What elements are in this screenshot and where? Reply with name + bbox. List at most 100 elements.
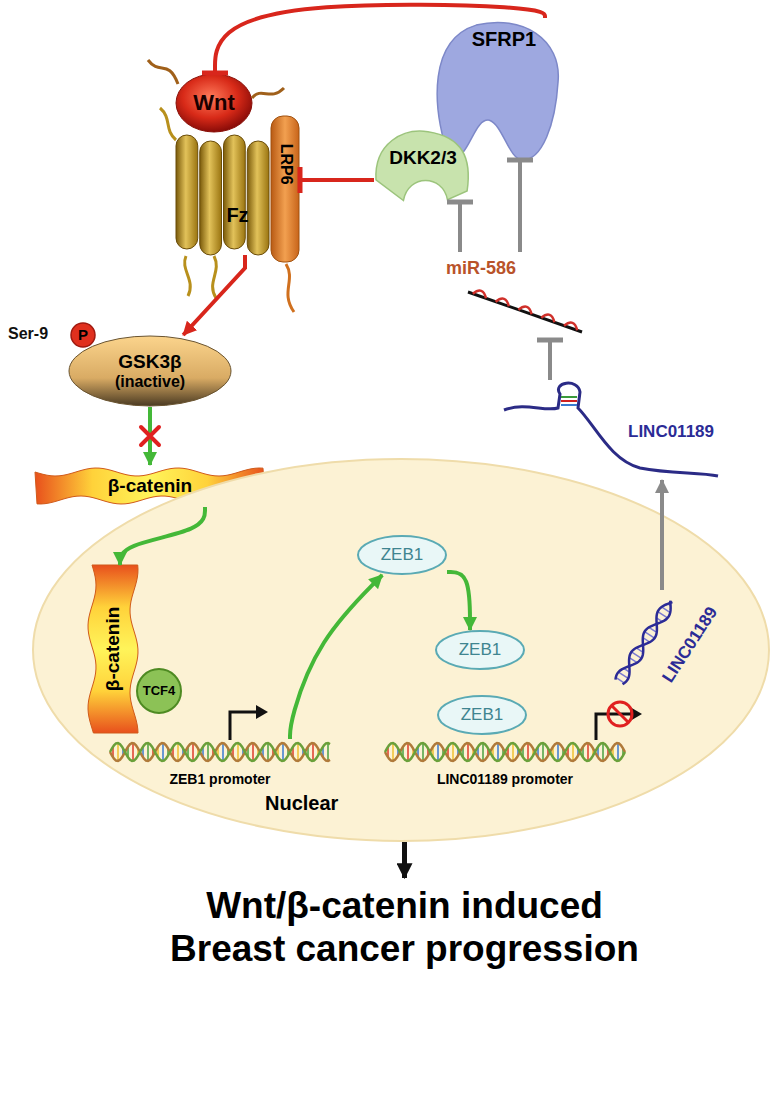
node-text: miR-586 bbox=[446, 258, 516, 279]
label-box: Ser-9 bbox=[8, 325, 48, 343]
base-pair bbox=[527, 743, 529, 761]
node-text: LINC01189 bbox=[628, 422, 714, 442]
rna-rung bbox=[662, 607, 671, 613]
text-block: Wnt bbox=[193, 90, 235, 115]
node-text: Wnt/β-catenin induced Breast cancer prog… bbox=[154, 885, 655, 970]
factor-ellipse: ZEB1 bbox=[435, 630, 525, 670]
wnt-tail bbox=[252, 88, 284, 98]
factor-circle: TCF4 bbox=[136, 668, 182, 714]
dna-strand bbox=[385, 743, 625, 761]
binding-site-arc bbox=[518, 307, 531, 315]
base-pair bbox=[512, 743, 514, 761]
mirna: miR-586 bbox=[440, 252, 590, 340]
coreceptor-shape bbox=[271, 116, 299, 262]
hairpin-strand bbox=[504, 383, 718, 476]
nucleus-ellipse-outline bbox=[32, 458, 770, 842]
receptor-outline bbox=[175, 135, 270, 255]
lncrna-transcript: LINC01189 bbox=[615, 590, 724, 700]
text-block: ZEB1 promoter bbox=[169, 771, 270, 787]
ligand-shape bbox=[176, 74, 252, 132]
base-pair bbox=[267, 743, 269, 761]
binding-site-arc bbox=[564, 323, 577, 331]
protein-band: β-catenin bbox=[35, 465, 265, 507]
node-text: DKK2/3 bbox=[389, 147, 457, 169]
base-pair bbox=[222, 743, 224, 761]
rna-rung bbox=[616, 677, 625, 683]
receptor-tail bbox=[286, 264, 294, 312]
factor-ellipse: ZEB1 bbox=[437, 695, 527, 735]
text-block: TCF4 bbox=[143, 684, 176, 699]
base-pair bbox=[282, 743, 284, 761]
base-pair bbox=[252, 743, 254, 761]
inhibition-connector bbox=[548, 340, 552, 380]
dna-strand bbox=[110, 743, 330, 761]
base-pair bbox=[452, 743, 454, 761]
text-block: LINC01189 bbox=[647, 635, 733, 655]
factor-shape bbox=[137, 669, 181, 713]
base-pair bbox=[297, 743, 299, 761]
lncrna-hairpin: LINC01189 bbox=[500, 380, 720, 480]
base-pair bbox=[312, 743, 314, 761]
receptor-tail bbox=[185, 256, 191, 296]
inhibitor-protein: SFRP1 bbox=[430, 18, 562, 160]
node-text: β-catenin bbox=[108, 475, 192, 497]
base-pair bbox=[177, 743, 179, 761]
receptor-helix bbox=[247, 141, 269, 255]
base-pair bbox=[162, 743, 164, 761]
text-block: Nuclear bbox=[265, 792, 338, 815]
phosphate-shape bbox=[71, 323, 95, 347]
ligand-circle: Wnt bbox=[175, 73, 253, 133]
node-text: P bbox=[78, 326, 88, 343]
base-pair bbox=[117, 743, 119, 761]
node-text: β-catenin bbox=[102, 607, 124, 691]
node-text: ZEB1 bbox=[461, 705, 504, 725]
outcome-arrow bbox=[402, 842, 407, 878]
base-pair bbox=[392, 743, 394, 761]
text-block: miR-586 bbox=[446, 258, 516, 279]
promoter-dna: LINC01189 promoter bbox=[385, 739, 625, 789]
coreceptor: LRP6 bbox=[270, 115, 300, 263]
kinase-shape bbox=[69, 336, 231, 406]
transcription-start-head bbox=[256, 705, 268, 719]
dna-strand bbox=[110, 743, 330, 761]
base-pair bbox=[587, 743, 589, 761]
binding-site-arc bbox=[541, 315, 554, 323]
catenin-shape bbox=[88, 565, 138, 733]
node-text: ZEB1 bbox=[381, 545, 424, 565]
factor-shape bbox=[436, 631, 524, 669]
inhibition-connector bbox=[518, 160, 522, 252]
text-block: β-catenin bbox=[108, 475, 192, 497]
node-text: ZEB1 bbox=[459, 640, 502, 660]
base-pair bbox=[602, 743, 604, 761]
base-pair bbox=[437, 743, 439, 761]
base-pair bbox=[482, 743, 484, 761]
text-block: GSK3β(inactive) bbox=[115, 351, 185, 391]
base-pair bbox=[237, 743, 239, 761]
base-pair bbox=[207, 743, 209, 761]
rna-rung bbox=[632, 652, 642, 659]
text-block: Wnt/β-catenin induced Breast cancer prog… bbox=[154, 885, 655, 970]
inhibition-connector bbox=[300, 178, 374, 182]
coreceptor-outline bbox=[270, 115, 300, 263]
receptor-helix bbox=[200, 141, 222, 255]
node-text: SFRP1 bbox=[472, 28, 536, 51]
node-text: Wnt bbox=[193, 90, 235, 115]
base-pair bbox=[557, 743, 559, 761]
binding-site-arc bbox=[473, 291, 486, 299]
site-label: Ser-9 bbox=[8, 325, 48, 342]
stem-pair bbox=[561, 396, 577, 398]
base-pair bbox=[542, 743, 544, 761]
inhibition-connector bbox=[458, 202, 462, 252]
receptor-tail bbox=[213, 256, 217, 298]
node-text: LINC01189 bbox=[658, 604, 721, 687]
text-block: ZEB1 bbox=[381, 545, 424, 565]
factor-shape bbox=[438, 696, 526, 734]
factor-ellipse: ZEB1 bbox=[357, 535, 447, 575]
receptor-helix bbox=[224, 135, 246, 249]
rna-rung bbox=[619, 672, 629, 678]
base-pair bbox=[422, 743, 424, 761]
text-block: ZEB1 bbox=[461, 705, 504, 725]
node-text: Fz bbox=[226, 204, 248, 227]
nucleus-ellipse: Nuclearβ-cateninTCF4ZEB1 promoterZEB1ZEB… bbox=[32, 458, 770, 842]
binding-site-arc bbox=[496, 299, 509, 307]
